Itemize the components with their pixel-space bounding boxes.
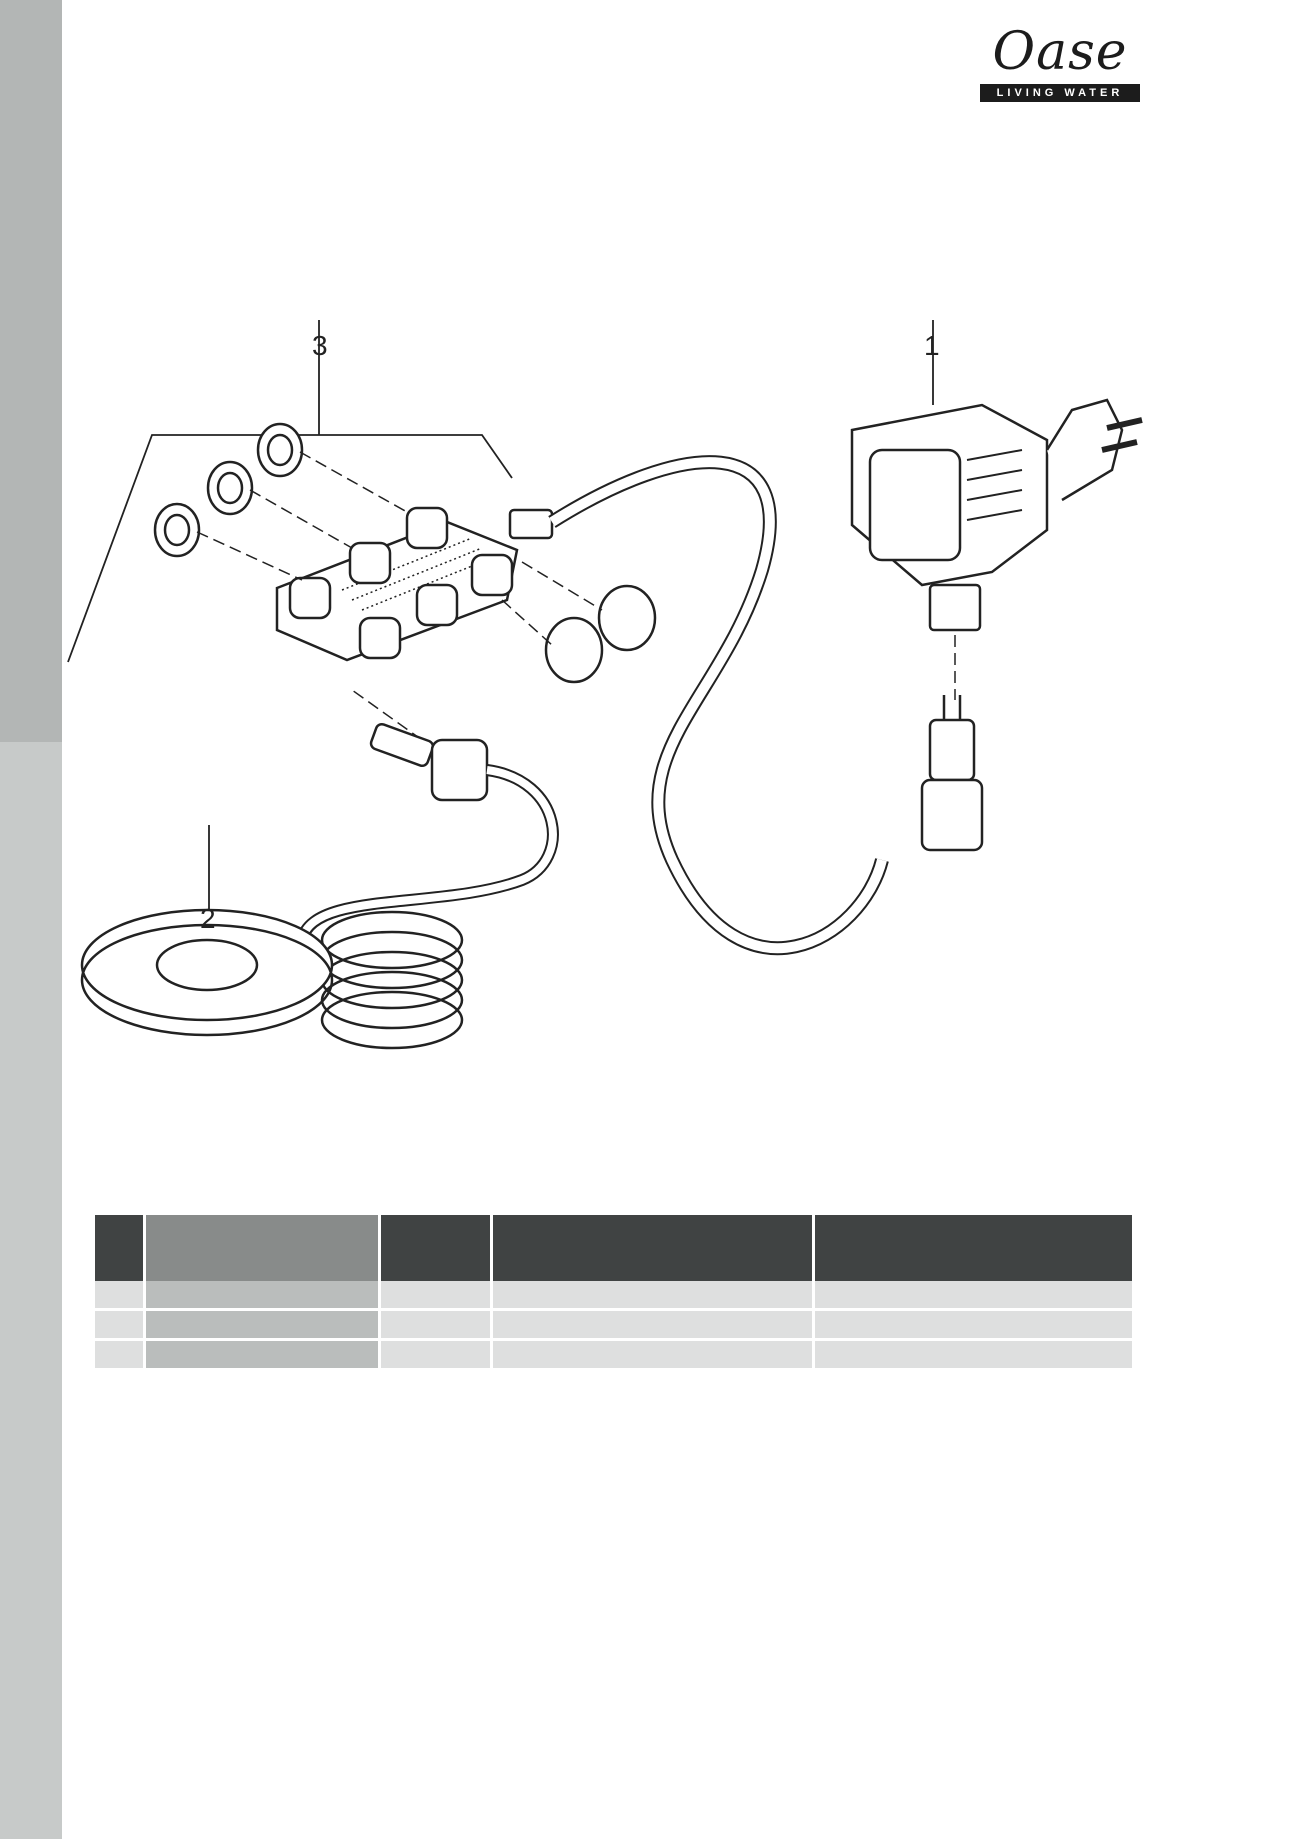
table-header-cell [95, 1215, 146, 1281]
table-cell [813, 1339, 1136, 1371]
table-cell [144, 1281, 381, 1311]
sensor-disc [80, 825, 334, 1037]
cable-plug-connector [920, 695, 984, 852]
table-cell [379, 1281, 493, 1311]
table-header-cell [813, 1215, 1136, 1281]
table-cell [379, 1309, 493, 1341]
product-drawing [67, 320, 1143, 1050]
side-bar-top [0, 0, 62, 742]
table-row [95, 1281, 1136, 1311]
table-cell [813, 1309, 1136, 1341]
callout-3: 3 [312, 330, 328, 361]
table-header-cell [379, 1215, 493, 1281]
oase-logo: Oase LIVING WATER [970, 22, 1150, 108]
sensor-cable [296, 689, 559, 1050]
table-header-cell [491, 1215, 815, 1281]
table-cell [491, 1339, 815, 1371]
table-cell [813, 1281, 1136, 1311]
sealing-caps-right [501, 561, 657, 684]
table-cell [95, 1309, 146, 1341]
table-cell [95, 1281, 146, 1311]
parts-table [95, 1215, 1136, 1371]
table-cell [95, 1339, 146, 1371]
table-cell [144, 1309, 381, 1341]
transformer [850, 320, 1143, 700]
table-header-row [95, 1215, 1136, 1281]
table-cell [491, 1281, 815, 1311]
logo-tagline: LIVING WATER [980, 84, 1140, 102]
sealing-caps-left [153, 422, 408, 581]
table-cell [144, 1339, 381, 1371]
table-cell [491, 1309, 815, 1341]
callout-1: 1 [924, 330, 940, 361]
table-row [95, 1309, 1136, 1341]
side-bar-bottom [0, 742, 62, 1839]
table-cell [379, 1339, 493, 1371]
callout-2: 2 [200, 903, 216, 934]
table-row [95, 1339, 1136, 1371]
distributor-block [275, 506, 554, 662]
table-header-cell [144, 1215, 381, 1281]
logo-wordmark: Oase [992, 22, 1128, 82]
